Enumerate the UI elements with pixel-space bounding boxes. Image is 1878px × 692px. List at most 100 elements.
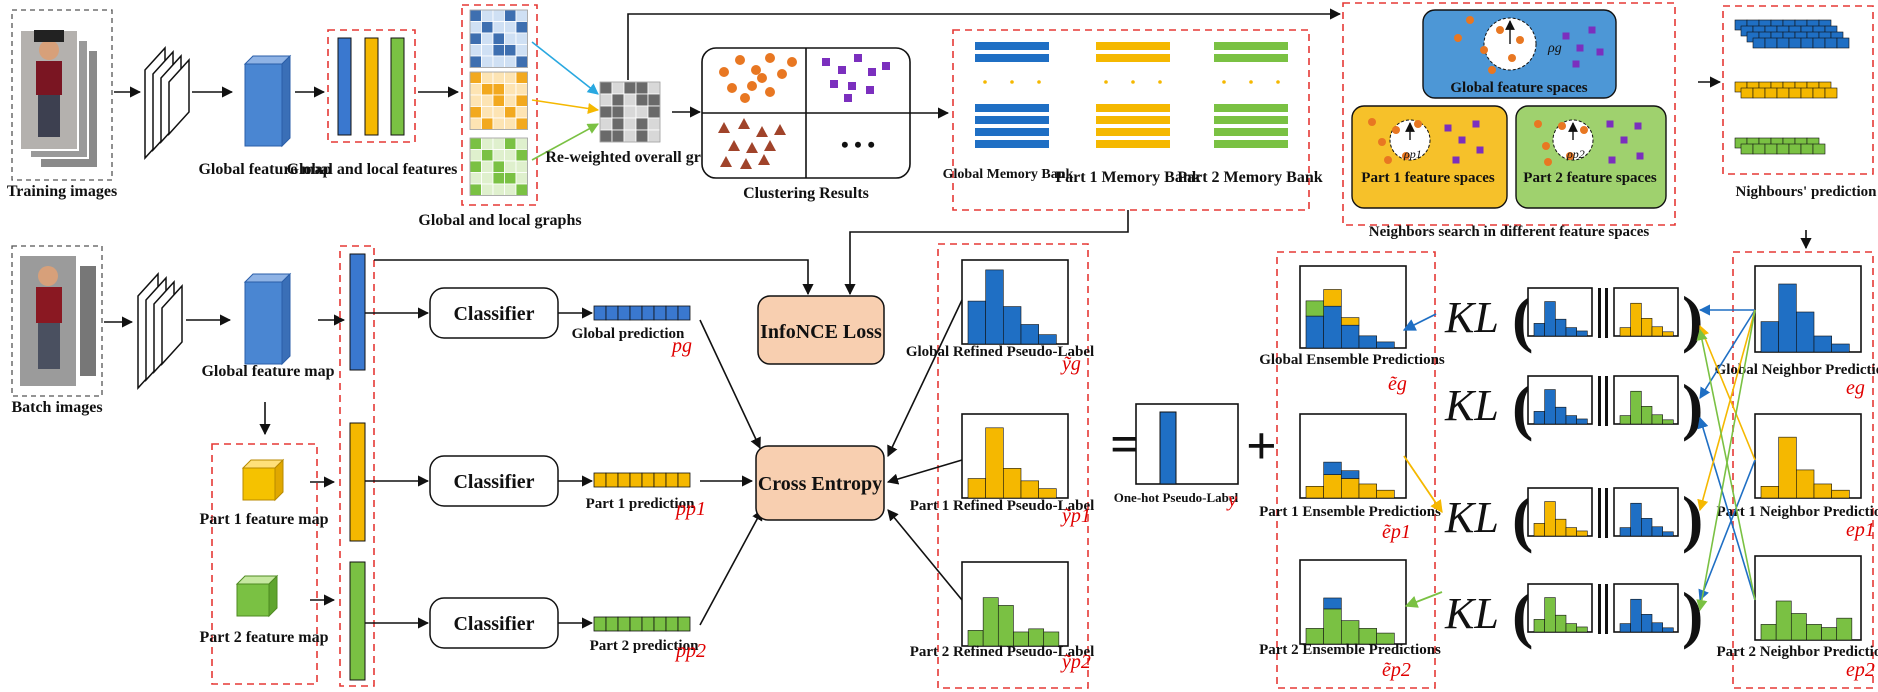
one-hot-label: One-hot Pseudo-Label: [1114, 490, 1239, 505]
prediction-cell: [677, 305, 691, 321]
kl-term-2: KL(): [1444, 371, 1703, 442]
cluster-point: [738, 118, 750, 129]
global-feature-spaces-label: Global feature spaces: [1450, 80, 1587, 96]
space-point: [1458, 136, 1466, 144]
part2-ensemble-label: Part 2 Ensemble Predictions: [1259, 642, 1441, 658]
prediction-cell: [593, 616, 607, 632]
prediction-cell: [629, 305, 643, 321]
memory-bank-dot: [1222, 80, 1226, 84]
cluster-point: [765, 53, 775, 63]
symbol-ep1: ep1: [1846, 519, 1875, 541]
cluster-point: [718, 122, 730, 133]
global-prediction-label: Global prediction: [572, 326, 685, 342]
memory-bank-group: [952, 29, 1310, 211]
memory-bank-row: [975, 104, 1049, 112]
global-feature-vector: [349, 253, 366, 371]
memory-bank-row: [1096, 42, 1170, 50]
symbol-ep1-tilde: ẽp1: [1382, 521, 1411, 543]
cluster-point: [720, 156, 732, 167]
part1-ensemble-histogram: [1299, 413, 1407, 499]
symbol-pg: pg: [670, 335, 692, 357]
memory-bank-dot: [1104, 80, 1108, 84]
global-refined-label: Global Refined Pseudo-Label: [906, 344, 1094, 360]
cluster-point: [822, 58, 830, 66]
memory-bank-row: [1096, 116, 1170, 124]
kl-term-3: KL(): [1444, 483, 1703, 554]
neighbor-histograms: [1754, 265, 1862, 641]
memory-bank-dot: [1276, 80, 1280, 84]
prediction-cell: [1776, 143, 1790, 155]
kl-left-histogram: [1527, 487, 1593, 537]
symbol-yp2: ỹp2: [1060, 651, 1091, 673]
space-point: [1402, 152, 1410, 160]
part2-neighbor-histogram: [1754, 555, 1862, 641]
close-paren: ): [1682, 483, 1703, 554]
kl-left-histogram: [1527, 375, 1593, 425]
space-point: [1414, 120, 1422, 128]
space-point: [1566, 152, 1574, 160]
prediction-cell: [1824, 37, 1838, 49]
global-ensemble-histogram: [1299, 265, 1407, 349]
neighbor-arrow: [1699, 309, 1756, 399]
space-point: [1620, 136, 1628, 144]
part2-feature-bar: [390, 37, 405, 136]
memory-bank-row: [975, 128, 1049, 136]
memory-bank-row: [1214, 128, 1288, 136]
global-ensemble-label: Global Ensemble Predictions: [1259, 352, 1445, 368]
memory-bank-row: [975, 42, 1049, 50]
prediction-cell: [1824, 87, 1838, 99]
cluster-point: [719, 67, 729, 77]
prediction-cell: [1740, 143, 1754, 155]
part1-feature-vector: [349, 422, 366, 542]
symbol-pp1: pp1: [674, 498, 706, 520]
global-feature-map-bottom-label: Global feature map: [201, 363, 334, 380]
space-point: [1472, 120, 1480, 128]
classifier-part2: Classifier: [429, 597, 559, 649]
prediction-cell: [1800, 37, 1814, 49]
prediction-cell: [1776, 37, 1790, 49]
part2-prediction-label: Part 2 prediction: [590, 638, 700, 654]
memory-bank-row: [1214, 42, 1288, 50]
cluster-point: [868, 68, 876, 76]
prediction-cell: [653, 472, 667, 488]
prediction-cell: [617, 472, 631, 488]
cluster-point: [740, 93, 750, 103]
space-point: [1534, 120, 1542, 128]
space-point: [1576, 44, 1584, 52]
neighbor-arrow: [1696, 328, 1756, 601]
prediction-cell: [1800, 143, 1814, 155]
prediction-cell: [1752, 143, 1766, 155]
memory-bank-dot: [1131, 80, 1135, 84]
memory-bank-row: [1096, 104, 1170, 112]
part2-graph: [469, 137, 528, 196]
neighbours-prediction-label: Nighbours' prediction: [1736, 184, 1878, 200]
features-label: Global and local features: [287, 161, 458, 178]
symbol-pp2: pp2: [674, 640, 706, 662]
space-point: [1496, 26, 1504, 34]
part1-ensemble-label: Part 1 Ensemble Predictions: [1259, 504, 1441, 520]
memory-bank-dot: [1037, 80, 1041, 84]
classifier-part1: Classifier: [429, 455, 559, 507]
cluster-point: [774, 124, 786, 135]
cluster-point: [747, 81, 757, 91]
plus-sign: +: [1246, 416, 1277, 476]
neighbor-arrow: [1697, 416, 1756, 601]
prediction-cell: [677, 616, 691, 632]
prediction-cell: [1752, 37, 1766, 49]
training-images-label: Training images: [7, 183, 117, 200]
global-feature-bar: [337, 37, 352, 136]
cluster-point: [844, 94, 852, 102]
prediction-cell: [641, 472, 655, 488]
cluster-point: [777, 69, 787, 79]
symbol-ep2: ep2: [1846, 659, 1875, 681]
part1-memory-bank-label: Part 1 Memory Bank: [1055, 169, 1200, 186]
part2-feature-map-label: Part 2 feature map: [200, 629, 329, 646]
prediction-cell: [1764, 143, 1778, 155]
memory-bank-row: [975, 140, 1049, 148]
feature-column-group: [339, 245, 375, 687]
memory-bank-dot: [1010, 80, 1014, 84]
more-clusters-dots: • • •: [841, 132, 875, 157]
cluster-point: [882, 62, 890, 70]
cluster-point: [757, 73, 767, 83]
